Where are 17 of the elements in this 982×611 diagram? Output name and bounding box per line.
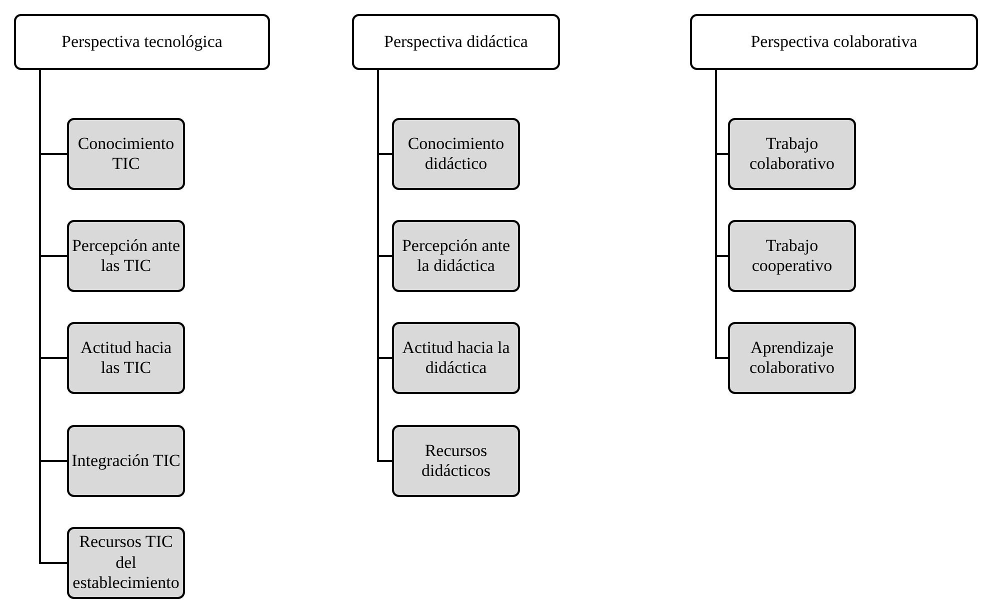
item-box: Recursos didácticos xyxy=(392,425,520,497)
category-box: Perspectiva tecnológica xyxy=(14,14,270,70)
item-box: Actitud hacia la didáctica xyxy=(392,322,520,394)
item-box: Conocimiento didáctico xyxy=(392,118,520,190)
item-box: Percepción ante las TIC xyxy=(67,220,185,292)
connector-line xyxy=(377,70,392,462)
item-box: Integración TIC xyxy=(67,425,185,497)
item-box: Trabajo cooperativo xyxy=(728,220,856,292)
item-box: Percepción ante la didáctica xyxy=(392,220,520,292)
category-box: Perspectiva didáctica xyxy=(352,14,560,70)
item-box: Aprendizaje colaborativo xyxy=(728,322,856,394)
connector-line xyxy=(715,70,728,359)
item-box: Trabajo colaborativo xyxy=(728,118,856,190)
item-box: Conocimiento TIC xyxy=(67,118,185,190)
item-box: Recursos TIC del establecimiento xyxy=(67,527,185,599)
category-box: Perspectiva colaborativa xyxy=(690,14,978,70)
item-box: Actitud hacia las TIC xyxy=(67,322,185,394)
